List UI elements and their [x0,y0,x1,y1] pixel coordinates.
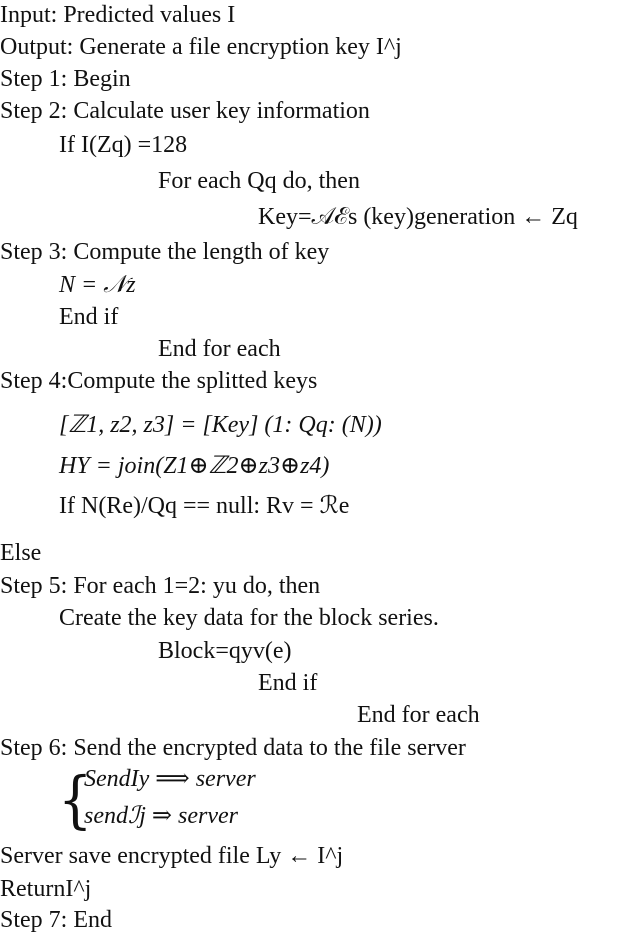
end-for-each-line: End for each [158,336,281,362]
step-7-line: Step 7: End [0,907,112,933]
hy-equation: HY = join(Z1⊕ℤ2⊕z3⊕z4) [59,453,330,479]
end-if-line: End if [59,304,119,330]
block-equation-line: Block=qyv(e) [158,638,292,664]
for-each-q-line: For each Qq do, then [158,168,360,194]
step-5-line: Step 5: For each 1=2: yu do, then [0,573,321,599]
return-line: ReturnI^j [0,876,92,902]
step-6-line: Step 6: Send the encrypted data to the f… [0,735,466,761]
server-save-line: Server save encrypted file Ly ← I^j [0,843,344,869]
step-3-line: Step 3: Compute the length of key [0,239,330,265]
end-for-each-line-2: End for each [357,702,480,728]
else-line: Else [0,540,42,566]
if-condition-line: If I(Zq) =128 [59,132,188,158]
if-null-line: If N(Re)/Qq == null: Rv = ℛe [59,493,350,519]
output-line: Output: Generate a file encryption key I… [0,34,402,60]
split-keys-equation: [ℤ1, z2, z3] = [Key] (1: Qq: (N)) [59,412,382,438]
n-equation-line: N = 𝒩z [59,272,136,298]
end-if-line-2: End if [258,670,318,696]
input-line: Input: Predicted values I [0,2,236,28]
brace-symbol: { [58,763,93,836]
step-1-line: Step 1: Begin [0,66,131,92]
create-key-data-line: Create the key data for the block series… [59,605,439,631]
step-4-line: Step 4:Compute the splitted keys [0,368,318,394]
key-generation-line: Key=𝒜ℰs (key)generation ← Zq [258,204,578,230]
send-line-2: sendℐj ⇒ server [84,803,239,829]
step-2-line: Step 2: Calculate user key information [0,98,370,124]
send-line-1: SendIy ⟹ server [84,766,256,792]
